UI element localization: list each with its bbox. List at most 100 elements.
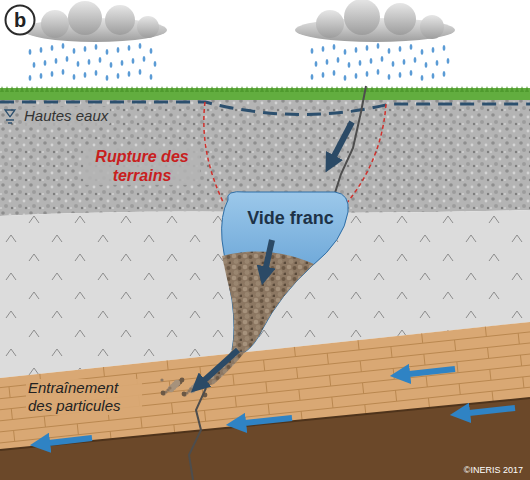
grass-blade: [495, 86, 499, 92]
rain-drop: [106, 49, 109, 55]
rain-drop: [443, 71, 446, 77]
rain-drop: [311, 48, 314, 54]
rain-drop: [355, 47, 358, 53]
grass-blade: [160, 86, 164, 92]
grass-blade: [475, 86, 479, 92]
rain-drop: [410, 44, 413, 50]
rain-drop: [381, 56, 384, 62]
cloud: [23, 1, 167, 42]
grass-blade: [385, 86, 389, 92]
rain-drop: [55, 58, 58, 64]
grass-blade: [340, 86, 344, 92]
water-level-symbol: [5, 110, 15, 123]
grass-blade: [410, 86, 414, 92]
rain-drop: [403, 59, 406, 65]
rain-drop: [315, 61, 318, 67]
grass-blade: [520, 86, 524, 92]
rain-drops: [29, 43, 450, 81]
grass-blade: [290, 86, 294, 92]
grass-blade: [140, 86, 144, 92]
grass-blade: [90, 86, 94, 92]
rain-drop: [399, 72, 402, 78]
infiltration-arrow: [330, 122, 352, 164]
grass-blade: [105, 86, 109, 92]
grass-blade: [265, 86, 269, 92]
grass-blade: [125, 86, 129, 92]
rain-drop: [311, 74, 314, 80]
grass-blade: [75, 86, 79, 92]
panel-letter: b: [4, 4, 36, 36]
rain-drop: [425, 62, 428, 68]
rain-drop: [128, 71, 131, 77]
particle: [168, 386, 171, 389]
rain-drop: [132, 58, 135, 64]
grass-blade: [100, 86, 104, 92]
grass-blade: [325, 86, 329, 92]
rain-drop: [432, 47, 435, 53]
rain-drop: [99, 57, 102, 63]
rain-drop: [355, 73, 358, 79]
particles-label: Entraînement des particules: [26, 379, 142, 415]
grass-blade: [175, 86, 179, 92]
rain-drop: [84, 72, 87, 78]
grass-blade: [55, 86, 59, 92]
grass-blade: [505, 86, 509, 92]
grass-blade: [25, 86, 29, 92]
grass-blade: [335, 86, 339, 92]
grass-blade: [460, 86, 464, 92]
grass-blade: [455, 86, 459, 92]
rain-drop: [421, 49, 424, 55]
rain-drop: [344, 49, 347, 55]
grass-blade: [120, 86, 124, 92]
grass-blade: [65, 86, 69, 92]
grass-blade: [180, 86, 184, 92]
grass-blade: [430, 86, 434, 92]
grass-blade: [220, 86, 224, 92]
rain-drop: [366, 71, 369, 77]
rubble-channel: [200, 350, 245, 388]
grass-blade: [5, 86, 9, 92]
grass-blade: [255, 86, 259, 92]
rain-drop: [51, 71, 54, 77]
rain-drop: [62, 69, 65, 75]
rain-drop: [117, 73, 120, 79]
grass-blade: [145, 86, 149, 92]
transport-arrow: [198, 350, 238, 386]
grass-blade: [260, 86, 264, 92]
grass-blade: [80, 86, 84, 92]
grass-blade: [315, 86, 319, 92]
cavity-label: Vide franc: [241, 206, 340, 232]
rain-drop: [128, 45, 131, 51]
grass-blade: [35, 86, 39, 92]
grass-blade: [300, 86, 304, 92]
rain-drop: [421, 75, 424, 81]
grass-blade: [135, 86, 139, 92]
rain-drop: [333, 70, 336, 76]
rain-drop: [443, 45, 446, 51]
grass-blade: [40, 86, 44, 92]
grass-blade: [70, 86, 74, 92]
grass-blade: [485, 86, 489, 92]
grass-blade: [250, 86, 254, 92]
grass-blade: [470, 86, 474, 92]
flow-arrow: [40, 438, 92, 444]
rain-drop: [370, 58, 373, 64]
node-text: b: [4, 4, 36, 36]
grass-blade: [400, 86, 404, 92]
grass-blade: [165, 86, 169, 92]
grass-blade: [170, 86, 174, 92]
rain-drop: [117, 47, 120, 53]
grass-blade: [330, 86, 334, 92]
collapse-arrow: [264, 240, 272, 276]
grass-blade: [465, 86, 469, 92]
rain-drop: [392, 61, 395, 67]
node-text: Vide franc: [247, 208, 334, 230]
grass-blade: [420, 86, 424, 92]
grass-blade: [50, 86, 54, 92]
particle: [174, 380, 180, 386]
rain-drop: [29, 75, 32, 81]
grass-blade: [355, 86, 359, 92]
rain-drop: [326, 59, 329, 65]
grass-blade: [0, 86, 4, 92]
